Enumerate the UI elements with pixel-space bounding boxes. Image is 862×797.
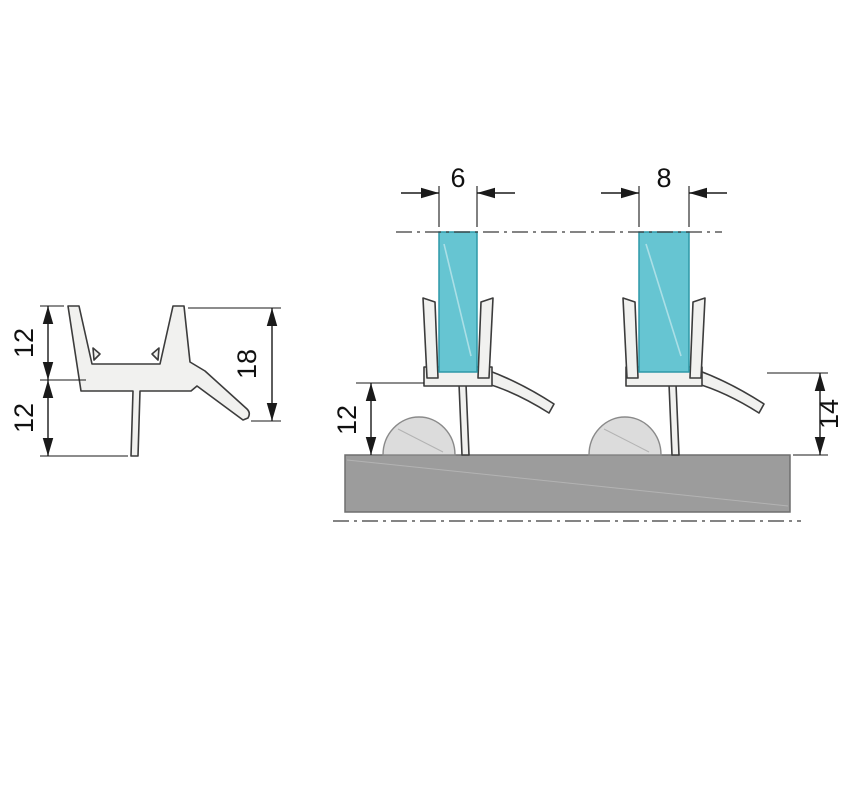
seal-profile-outline [67, 305, 251, 457]
dim-label-profile-lower: 12 [9, 403, 39, 433]
dome-left [382, 416, 456, 456]
seal-profile-section [67, 305, 251, 457]
dim-label-glass-8: 8 [656, 163, 671, 193]
dome-right-texture [603, 428, 650, 453]
dim-profile-12-12: 12 12 [9, 305, 128, 457]
seal-8mm-diagonal-fin [694, 369, 765, 414]
seal-6mm-diagonal-fin [484, 369, 555, 414]
dim-label-glass-6: 6 [450, 163, 465, 193]
dim-install-12: 12 [332, 382, 424, 455]
seal-profile-barb-left [92, 347, 101, 361]
glass-8mm-reflection [645, 243, 682, 357]
seal-8mm [622, 297, 765, 456]
floor-section [344, 454, 791, 513]
seal-profile-barb-right [151, 347, 160, 361]
seal-8mm-right-wall [689, 297, 706, 379]
dim-label-profile-upper: 12 [9, 328, 39, 358]
dome-right [588, 416, 662, 456]
seal-8mm-vertical-fin [668, 383, 680, 456]
floor-texture-line [346, 459, 789, 507]
dim-profile-18: 18 [188, 307, 281, 422]
seal-8mm-left-wall [622, 297, 639, 379]
glass-panel-6mm [438, 231, 478, 373]
dome-left-texture [397, 428, 444, 453]
dim-glass-8: 8 [601, 163, 727, 227]
seal-6mm-vertical-fin [458, 383, 470, 456]
seal-6mm-right-wall [477, 297, 494, 379]
dim-glass-6: 6 [401, 163, 515, 227]
dim-label-install-left: 12 [332, 405, 362, 435]
seal-6mm-left-wall [422, 297, 439, 379]
glass-panel-8mm [638, 231, 690, 373]
glass-6mm-reflection [443, 243, 472, 357]
dim-label-install-right: 14 [814, 399, 844, 429]
glass-panels [438, 231, 690, 373]
dim-label-profile-total: 18 [232, 349, 262, 379]
dim-install-14: 14 [767, 372, 844, 456]
